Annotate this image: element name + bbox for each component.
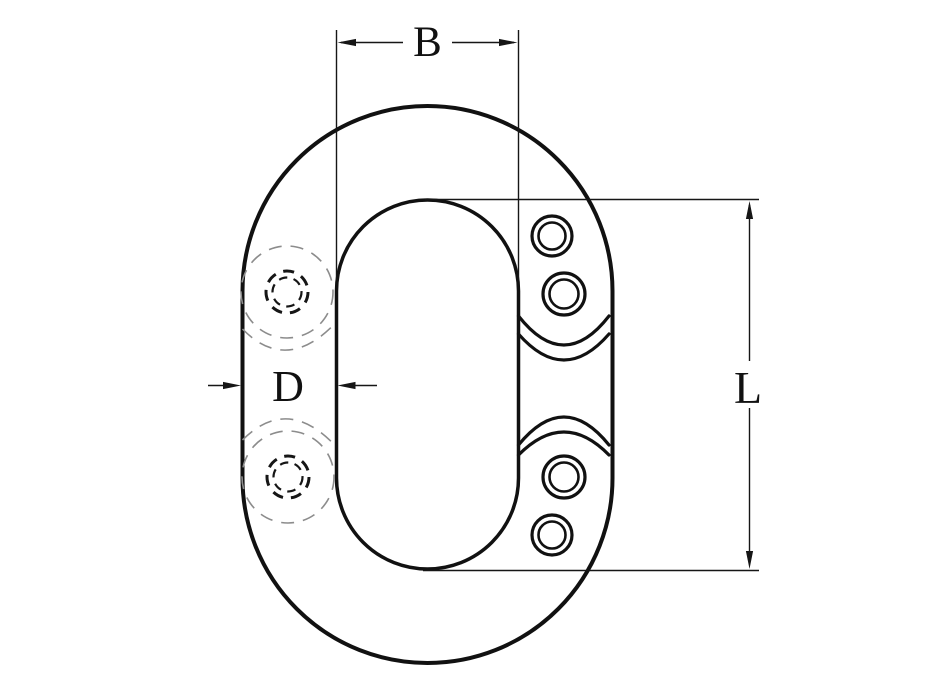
link-outer-outline	[240, 104, 615, 665]
rivet-ring-top-second-outer	[541, 271, 587, 317]
rivet-ring-top-first-inner	[537, 221, 567, 251]
l-arrowhead-down	[745, 551, 754, 569]
hidden-rivet-bottom-inner	[272, 461, 304, 493]
b-arrowhead-right	[499, 38, 518, 47]
lower-boss-arc-far	[516, 415, 611, 447]
dimension-l-label: L	[734, 362, 762, 413]
hidden-rivet-bottom-outer	[265, 454, 311, 500]
hidden-rivet-top-outer	[264, 269, 310, 315]
hidden-rivet-top-inner	[271, 276, 303, 308]
hidden-boss-arc-bottom	[241, 418, 338, 448]
dimension-b: B	[335, 19, 520, 280]
rivet-ring-top-second-inner	[548, 278, 580, 310]
dimension-l: L	[423, 198, 762, 572]
lower-boss-arc-near	[516, 430, 611, 457]
d-arrowhead-right	[337, 381, 356, 390]
l-arrowhead-up	[745, 201, 754, 219]
link-body	[240, 104, 615, 665]
link-inner-opening-outline	[334, 198, 521, 571]
rivet-ring-bottom-second-inner	[537, 520, 567, 550]
dimension-b-label: B	[413, 19, 442, 66]
rivet-ring-bottom-first-inner	[548, 461, 580, 493]
right-joint-visible	[516, 214, 611, 557]
upper-boss-arc-near	[516, 314, 611, 347]
hidden-boss-circle-bottom	[241, 430, 335, 524]
dimension-d: D	[208, 362, 377, 411]
d-arrowhead-left	[223, 381, 241, 390]
left-joint-hidden	[240, 245, 338, 524]
b-arrowhead-left	[337, 38, 356, 47]
hidden-boss-arc-top	[241, 321, 338, 351]
upper-boss-arc-far	[516, 332, 611, 362]
rivet-ring-top-first-outer	[530, 214, 574, 258]
hidden-boss-circle-top	[240, 245, 334, 339]
dimension-d-label: D	[272, 362, 304, 411]
rivet-ring-bottom-first-outer	[541, 454, 587, 500]
rivet-ring-bottom-second-outer	[530, 513, 574, 557]
